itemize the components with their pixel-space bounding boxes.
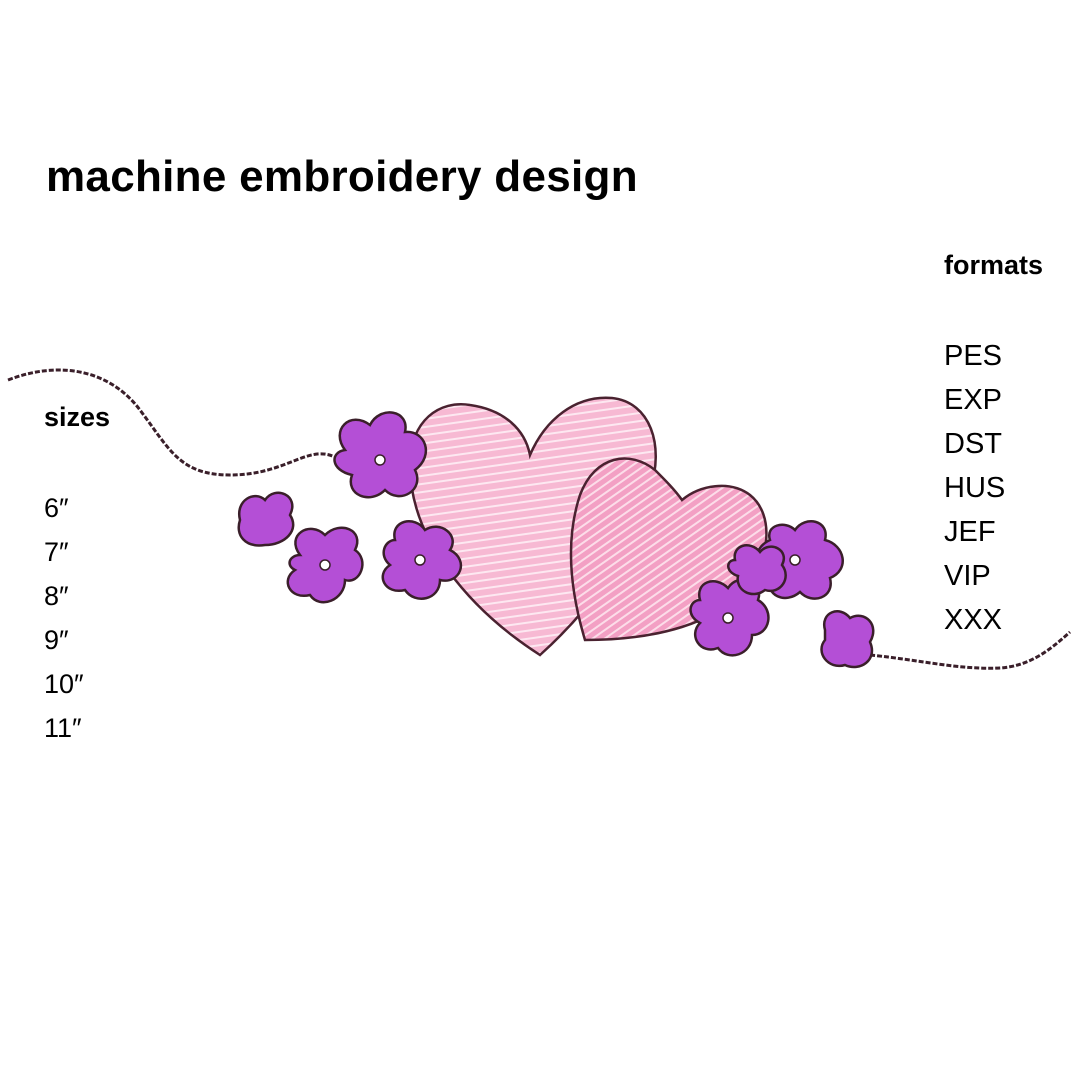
formats-list: PES EXP DST HUS JEF VIP XXX [944, 334, 1005, 642]
size-item: 7″ [44, 537, 69, 567]
size-item: 8″ [44, 581, 69, 611]
format-item: PES [944, 340, 1003, 372]
size-item: 6″ [44, 493, 69, 523]
formats-heading: formats [944, 250, 1044, 280]
size-item: 10″ [44, 669, 84, 699]
thread-right [869, 630, 1072, 670]
size-item: 11″ [44, 713, 82, 743]
format-item: JEF [944, 516, 996, 548]
sizes-list: 6″ 7″ 8″ 9″ 10″ 11″ [44, 486, 84, 750]
flower-6 [727, 544, 787, 596]
format-item: EXP [944, 384, 1003, 416]
sizes-heading: sizes [44, 402, 111, 432]
flower-centers [319, 454, 801, 624]
format-item: DST [944, 428, 1002, 460]
bud-1 [237, 491, 295, 547]
thread-left [7, 368, 341, 477]
page-title: machine embroidery design [46, 152, 638, 201]
format-item: XXX [944, 604, 1003, 636]
bud-2 [820, 610, 875, 669]
size-item: 9″ [44, 625, 69, 655]
format-item: HUS [944, 472, 1006, 504]
format-item: VIP [944, 560, 991, 592]
